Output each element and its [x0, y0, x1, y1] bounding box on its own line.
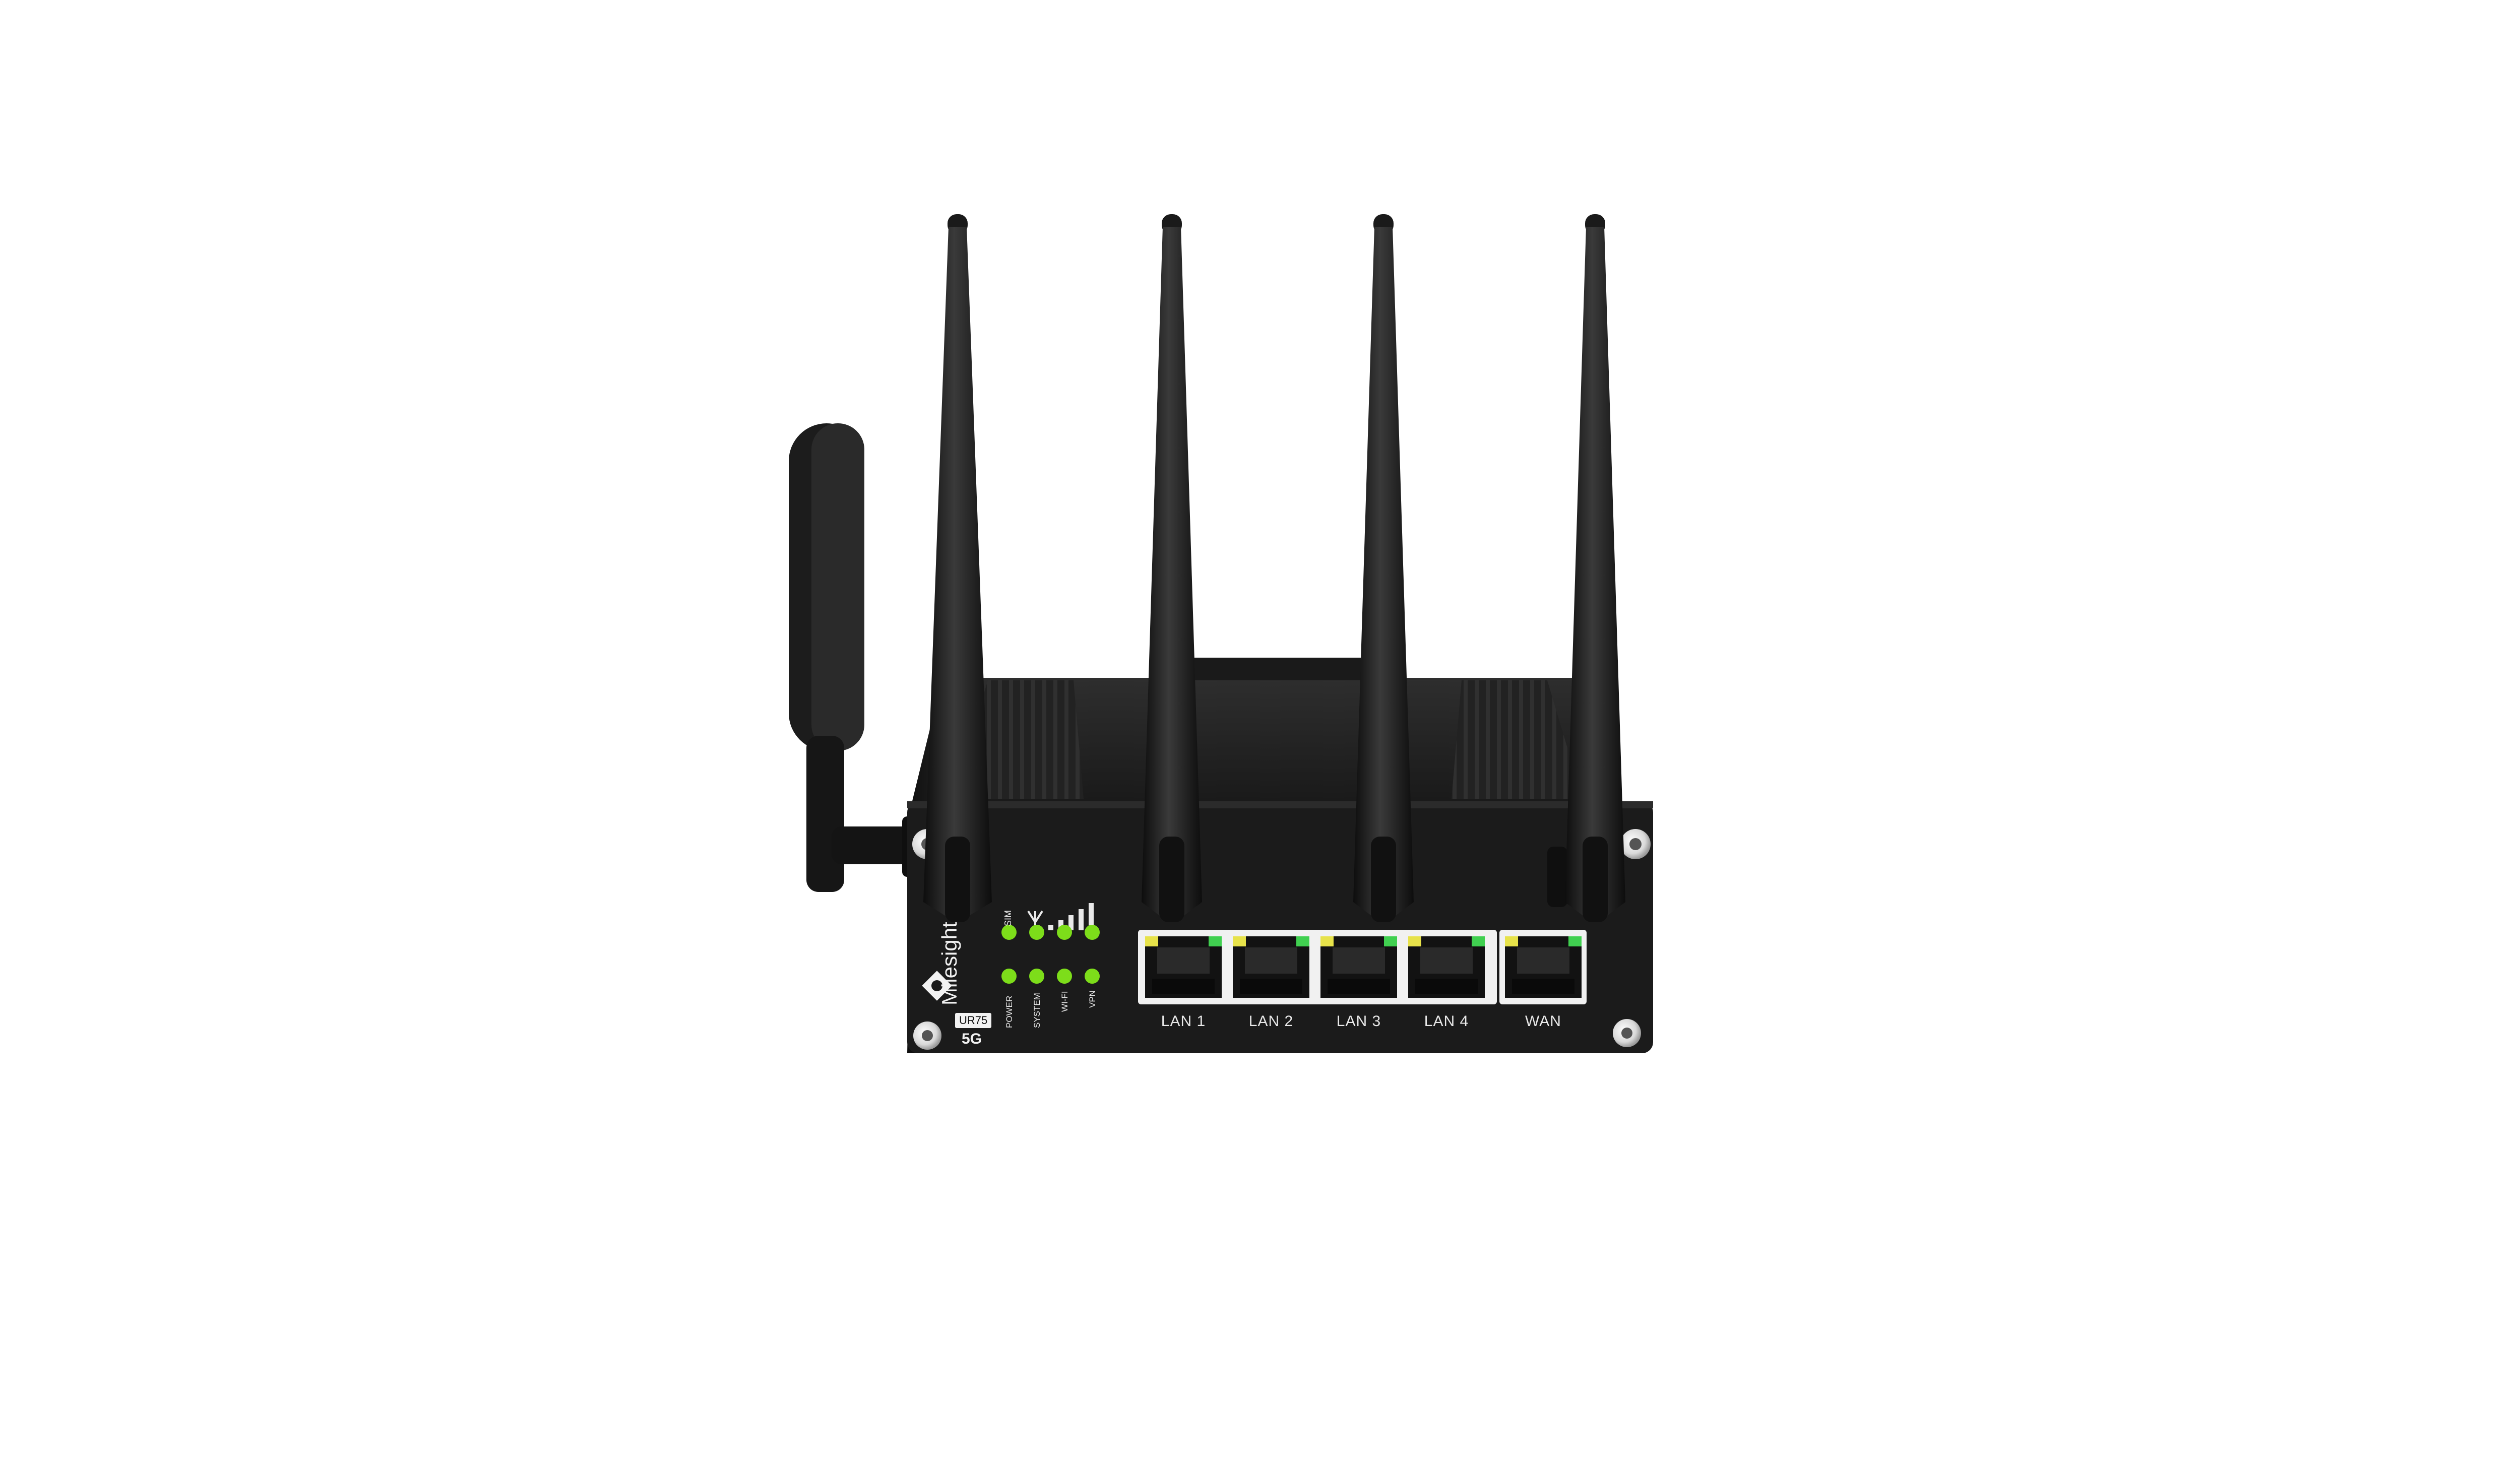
led-label-system: SYSTEM	[1032, 993, 1042, 1028]
led-wifi	[1057, 969, 1072, 984]
led-label-wifi: WI-FI	[1060, 991, 1069, 1012]
lan-port-housing	[1138, 930, 1497, 1004]
led-signal-1	[1029, 925, 1044, 940]
led-signal-2	[1057, 925, 1072, 940]
port-label-lan-4: LAN 4	[1424, 1013, 1469, 1030]
led-label-vpn: VPN	[1088, 990, 1097, 1008]
antenna-2	[1142, 214, 1202, 922]
chassis-top	[912, 658, 1620, 801]
port-lan-3[interactable]	[1320, 936, 1397, 998]
model-label: UR75	[955, 1013, 992, 1028]
port-lan-1[interactable]	[1145, 936, 1222, 998]
led-signal-3	[1085, 925, 1100, 940]
led-label-sim: SIM	[1003, 910, 1013, 926]
led-sim	[1001, 925, 1017, 940]
port-label-lan-2: LAN 2	[1248, 1013, 1294, 1030]
port-lan-2[interactable]	[1233, 936, 1309, 998]
led-label-power: POWER	[1004, 995, 1014, 1028]
port-label-lan-1: LAN 1	[1161, 1013, 1206, 1030]
led-vpn	[1085, 969, 1100, 984]
antenna-3	[1353, 214, 1414, 922]
port-wan[interactable]	[1505, 936, 1582, 998]
port-lan-4[interactable]	[1408, 936, 1485, 998]
brand-name: Milesight	[937, 922, 961, 1005]
network-badge: 5G	[962, 1031, 982, 1047]
side-paddle-antenna	[789, 423, 932, 892]
antenna-4	[1565, 214, 1625, 922]
led-power	[1001, 969, 1017, 984]
port-label-lan-3: LAN 3	[1336, 1013, 1381, 1030]
port-label-wan: WAN	[1525, 1013, 1561, 1030]
led-system	[1029, 969, 1044, 984]
antenna-1	[923, 214, 992, 922]
milesight-logo-icon	[922, 971, 952, 1001]
